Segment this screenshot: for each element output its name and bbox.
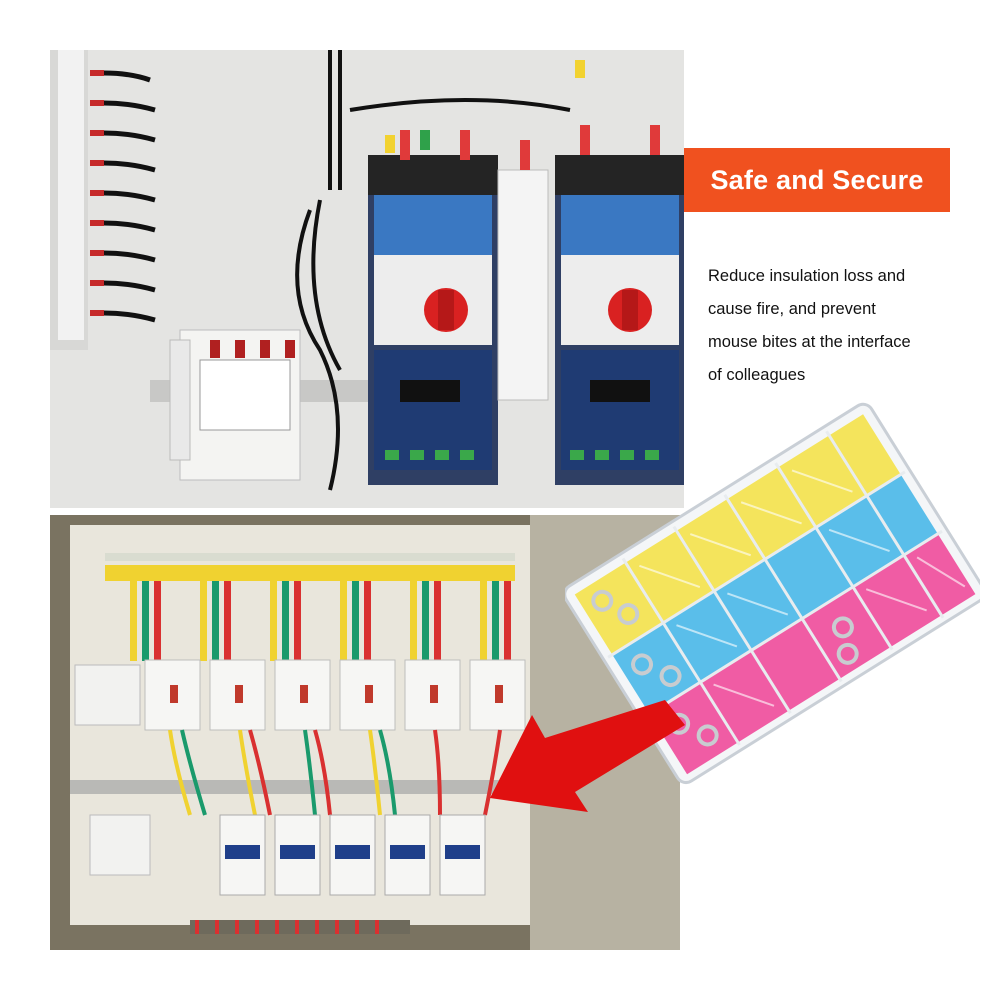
red-arrow-icon [470, 680, 690, 820]
control-cabinet-photo [50, 50, 684, 508]
banner-title: Safe and Secure [710, 164, 924, 195]
feature-description: Reduce insulation loss and cause fire, a… [708, 260, 958, 392]
safe-secure-banner: Safe and Secure [684, 148, 950, 212]
terminal-kit-box-image [563, 390, 986, 800]
description-line: Reduce insulation loss and [708, 267, 906, 285]
description-line: of colleagues [708, 366, 806, 384]
description-line: cause fire, and prevent [708, 300, 876, 318]
description-line: mouse bites at the interface [708, 333, 911, 351]
